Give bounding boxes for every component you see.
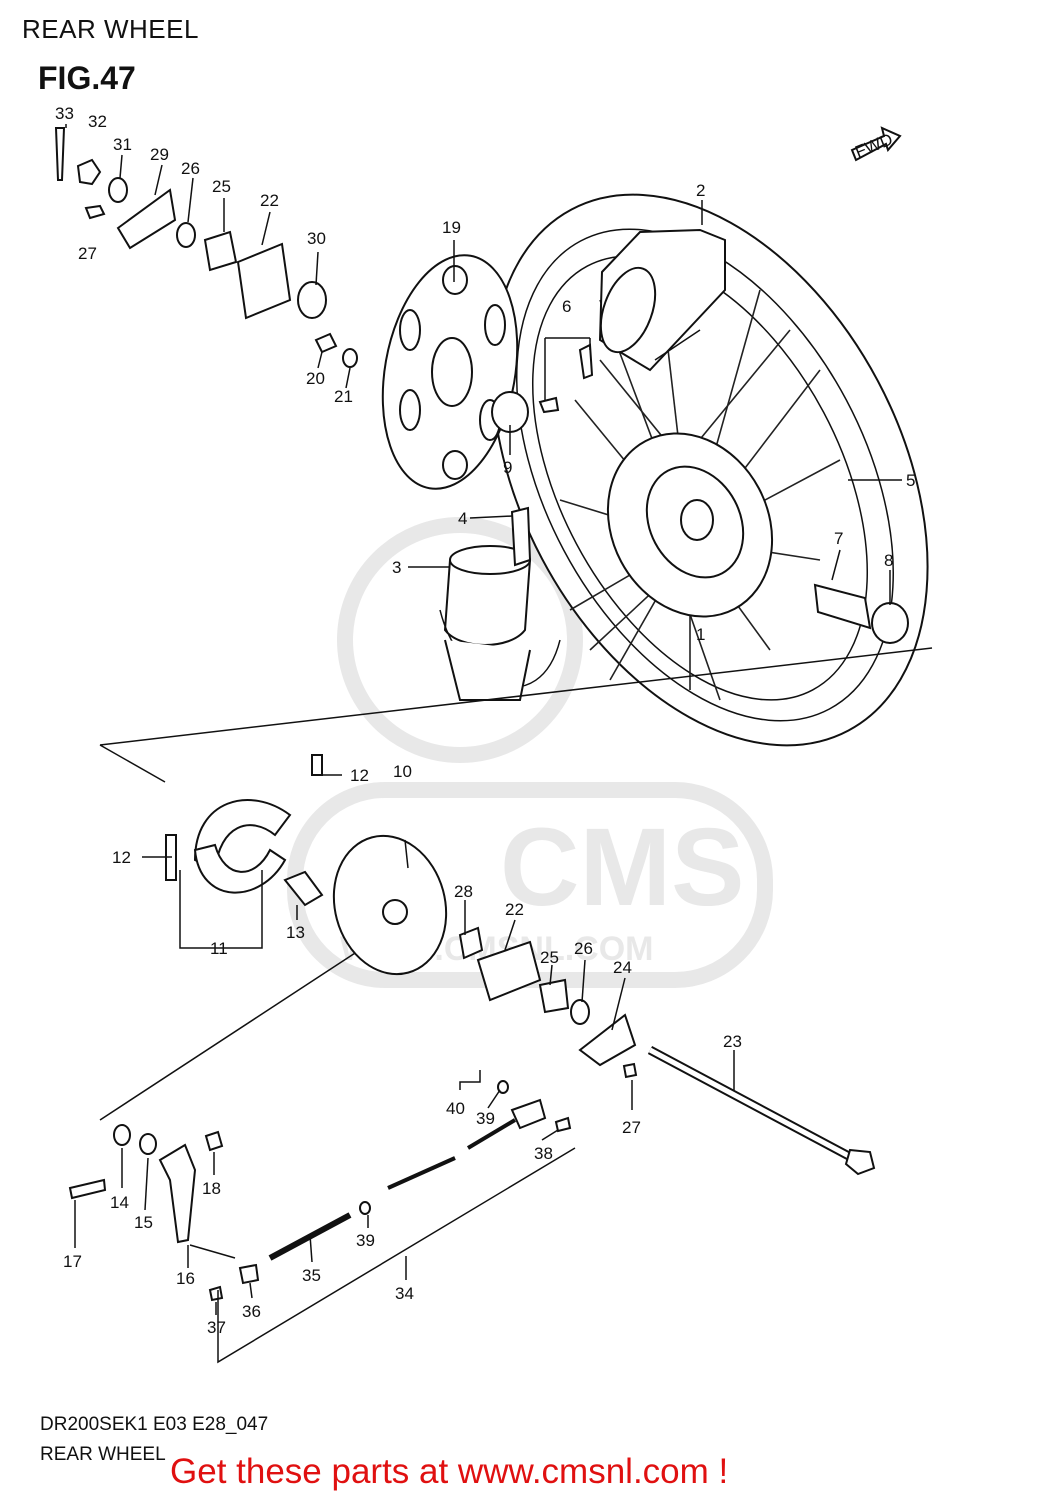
callout-18: 18: [202, 1179, 221, 1198]
left-axle-parts: [54, 127, 358, 368]
callout-32: 32: [88, 112, 107, 131]
callout-8: 8: [884, 551, 893, 570]
callout-5: 5: [906, 471, 915, 490]
rear-axle: [647, 1046, 876, 1176]
callout-39b: 39: [356, 1231, 375, 1250]
callout-33: 33: [55, 104, 74, 123]
callout-29: 29: [150, 145, 169, 164]
callout-30: 30: [307, 229, 326, 248]
callout-40: 40: [446, 1099, 465, 1118]
callout-11: 11: [210, 939, 228, 958]
callout-1: 1: [696, 625, 705, 644]
callout-27a: 27: [78, 244, 97, 263]
callout-23: 23: [723, 1032, 742, 1051]
bearings-and-spacers: [491, 343, 909, 644]
callout-9: 9: [503, 458, 512, 477]
callout-36: 36: [242, 1302, 261, 1321]
callout-27b: 27: [622, 1118, 641, 1137]
callout-12a: 12: [350, 766, 369, 785]
callout-3: 3: [392, 558, 401, 577]
callout-20: 20: [306, 369, 325, 388]
diagram-code: DR200SEK1 E03 E28_047: [40, 1414, 269, 1435]
callout-37: 37: [207, 1318, 226, 1337]
callout-22a: 22: [260, 191, 279, 210]
footer-title: REAR WHEEL: [40, 1444, 166, 1465]
forward-label: FWD: [852, 130, 895, 162]
callout-2: 2: [696, 181, 705, 200]
callout-21: 21: [334, 387, 353, 406]
callout-39a: 39: [476, 1109, 495, 1128]
callout-13: 13: [286, 923, 305, 942]
callout-4: 4: [458, 509, 467, 528]
callout-6: 6: [562, 297, 571, 316]
callout-22b: 22: [505, 900, 524, 919]
callout-35: 35: [302, 1266, 321, 1285]
callout-34: 34: [395, 1284, 414, 1303]
callout-12b: 12: [112, 848, 131, 867]
promo-link[interactable]: Get these parts at www.cmsnl.com !: [170, 1452, 729, 1491]
callout-24: 24: [613, 958, 632, 977]
callout-28: 28: [454, 882, 473, 901]
section-divider: [99, 647, 933, 1121]
callout-numbers: 1 2 3 4 5 6 7 8 9 10 11 12 12 13 14 15 1…: [55, 104, 915, 1337]
callout-14: 14: [110, 1193, 129, 1212]
callout-26b: 26: [574, 939, 593, 958]
callout-38: 38: [534, 1144, 553, 1163]
callout-19: 19: [442, 218, 461, 237]
page-title: REAR WHEEL: [22, 14, 199, 44]
figure-number: FIG.47: [38, 60, 136, 96]
callout-31: 31: [113, 135, 132, 154]
forward-arrow-icon: FWD: [850, 126, 902, 162]
rear-wheel-assembly: [491, 193, 929, 747]
rear-sprocket: [381, 254, 519, 490]
callout-10: 10: [393, 762, 412, 781]
callout-15: 15: [134, 1213, 153, 1232]
tube-and-rim-band: [439, 506, 561, 701]
callout-16: 16: [176, 1269, 195, 1288]
callout-25a: 25: [212, 177, 231, 196]
callout-7: 7: [834, 529, 843, 548]
callout-26a: 26: [181, 159, 200, 178]
leader-lines: [65, 124, 902, 1364]
callout-25b: 25: [540, 948, 559, 967]
callout-17: 17: [63, 1252, 82, 1271]
watermark-brand: CMS: [500, 806, 744, 929]
